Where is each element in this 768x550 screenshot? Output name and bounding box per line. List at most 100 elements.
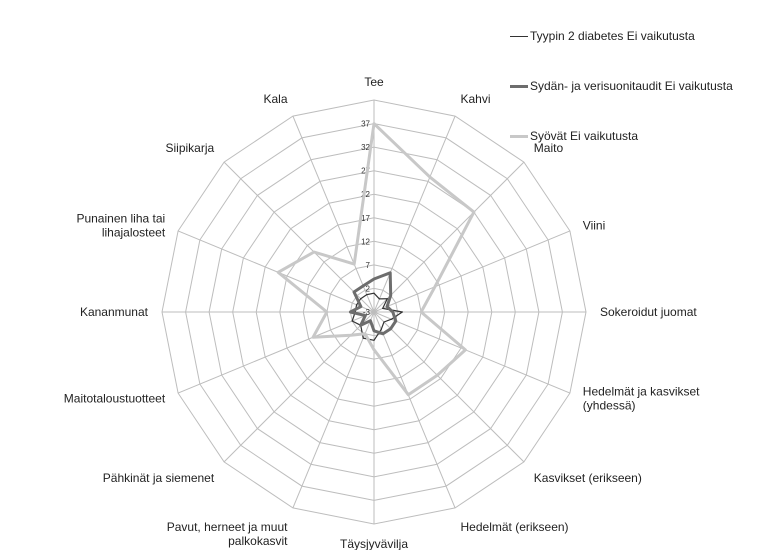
grid-spoke xyxy=(177,230,375,313)
category-label-line: Kahvi xyxy=(461,92,491,106)
category-label-line: palkokasvit xyxy=(228,534,288,548)
radar-spokes xyxy=(162,100,586,524)
series-point-2 xyxy=(373,123,375,125)
legend-label-diabetes: Tyypin 2 diabetes Ei vaikutusta xyxy=(530,29,695,43)
legend-swatch-cardiovascular xyxy=(510,84,528,88)
series-point-1 xyxy=(353,291,355,293)
legend-item-diabetes: Tyypin 2 diabetes Ei vaikutusta xyxy=(510,28,760,44)
grid-spoke xyxy=(177,311,375,394)
category-label-line: Täysjyvävilja xyxy=(340,537,408,550)
legend: Tyypin 2 diabetes Ei vaikutusta Sydän- j… xyxy=(510,28,760,178)
category-label: Kala xyxy=(263,92,287,106)
tick-label: 17 xyxy=(361,214,370,223)
category-label: Siipikarja xyxy=(166,141,215,155)
category-label-line: Pavut, herneet ja muut xyxy=(167,520,288,534)
series-point-2 xyxy=(407,394,409,396)
tick-label: 7 xyxy=(366,261,371,270)
legend-swatch-cancer xyxy=(510,134,528,138)
series-point-1 xyxy=(395,320,397,322)
category-label-line: Siipikarja xyxy=(166,141,215,155)
grid-spoke xyxy=(373,161,525,313)
category-label: Hedelmät ja kasvikset(yhdessä) xyxy=(583,385,700,413)
series-point-0 xyxy=(351,320,353,322)
category-label-line: Sokeroidut juomat xyxy=(600,305,697,319)
series-point-1 xyxy=(390,294,392,296)
category-label-line: Punainen liha tai xyxy=(76,212,165,226)
legend-label-cardiovascular: Sydän- ja verisuonitaudit Ei vaikutusta xyxy=(530,79,733,93)
grid-spoke xyxy=(373,311,456,509)
tick-label: 2 xyxy=(366,284,371,293)
grid-spoke xyxy=(373,115,456,313)
category-label: Maito xyxy=(534,141,564,155)
series-point-0 xyxy=(373,339,375,341)
category-label-line: Tee xyxy=(364,75,384,89)
series-point-1 xyxy=(360,324,362,326)
category-label-line: Maito xyxy=(534,141,564,155)
series-point-1 xyxy=(390,328,392,330)
category-label: Kasvikset (erikseen) xyxy=(534,471,642,485)
category-label: Viini xyxy=(583,219,605,233)
series-point-1 xyxy=(373,330,375,332)
series-point-0 xyxy=(366,294,368,296)
category-label: Maitotaloustuotteet xyxy=(64,392,166,406)
category-label-line: Kasvikset (erikseen) xyxy=(534,471,642,485)
series-point-2 xyxy=(353,263,355,265)
category-label: Kananmunat xyxy=(80,305,149,319)
grid-spoke xyxy=(373,311,571,394)
grid-spoke xyxy=(223,311,375,463)
category-label: Täysjyvävilja xyxy=(340,537,408,550)
category-label: Kahvi xyxy=(461,92,491,106)
series-point-2 xyxy=(473,211,475,213)
category-label-line: Viini xyxy=(583,219,605,233)
legend-item-cardiovascular: Sydän- ja verisuonitaudit Ei vaikutusta xyxy=(510,78,760,94)
series-point-1 xyxy=(349,311,351,313)
category-label-line: Hedelmät ja kasvikset xyxy=(583,385,700,399)
series-point-1 xyxy=(392,311,394,313)
series-point-2 xyxy=(277,271,279,273)
series-point-2 xyxy=(436,374,438,376)
category-label: Hedelmät (erikseen) xyxy=(461,520,569,534)
category-label: Pähkinät ja siemenet xyxy=(103,471,215,485)
category-label-line: Maitotaloustuotteet xyxy=(64,392,166,406)
tick-label: 12 xyxy=(361,237,370,246)
series-point-1 xyxy=(362,285,364,287)
series-point-0 xyxy=(373,292,375,294)
series-point-0 xyxy=(386,298,388,300)
series-point-0 xyxy=(360,298,362,300)
category-label: Sokeroidut juomat xyxy=(600,305,697,319)
category-label-line: lihajalosteet xyxy=(102,226,166,240)
tick-label: 22 xyxy=(361,190,370,199)
category-label-line: Kananmunat xyxy=(80,305,149,319)
series-point-0 xyxy=(382,307,384,309)
series-point-0 xyxy=(356,304,358,306)
series-point-0 xyxy=(383,321,385,323)
series-point-1 xyxy=(389,272,391,274)
series-point-2 xyxy=(420,311,422,313)
category-label-line: Pähkinät ja siemenet xyxy=(103,471,215,485)
series-point-0 xyxy=(401,311,403,313)
series-point-2 xyxy=(312,336,314,338)
series-point-1 xyxy=(373,278,375,280)
series-point-1 xyxy=(382,333,384,335)
radar-series-group xyxy=(276,122,476,397)
grid-spoke xyxy=(373,230,571,313)
tick-label: 37 xyxy=(361,120,370,129)
series-point-2 xyxy=(326,311,328,313)
legend-item-cancer: Syövät Ei vaikutusta xyxy=(510,128,760,144)
series-point-1 xyxy=(360,306,362,308)
series-point-0 xyxy=(362,337,364,339)
series-point-1 xyxy=(369,320,371,322)
series-point-2 xyxy=(373,349,375,351)
tick-label: -3 xyxy=(363,308,371,317)
series-point-0 xyxy=(380,328,382,330)
series-point-2 xyxy=(313,251,315,253)
series-point-2 xyxy=(464,349,466,351)
grid-spoke xyxy=(292,311,375,509)
series-point-0 xyxy=(390,318,392,320)
series-point-2 xyxy=(350,334,352,336)
grid-spoke xyxy=(292,115,375,313)
series-point-1 xyxy=(386,306,388,308)
